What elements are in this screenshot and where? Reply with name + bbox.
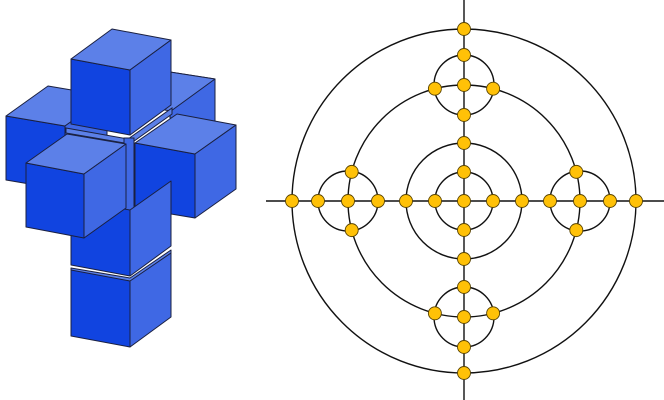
graph-node <box>457 340 471 354</box>
graph-node <box>457 194 471 208</box>
graph-node <box>399 194 413 208</box>
graph-node <box>457 223 471 237</box>
graph-node <box>457 136 471 150</box>
graph-node <box>569 223 584 238</box>
graph-node <box>603 194 617 208</box>
graph-node <box>486 306 501 321</box>
graph-node <box>457 78 471 92</box>
graph-node <box>457 22 471 36</box>
graph-node <box>427 81 442 96</box>
cube-bottom <box>70 252 172 348</box>
graph-node <box>457 310 471 324</box>
graph-node <box>543 194 557 208</box>
graph-node <box>457 280 471 294</box>
graph-node <box>428 194 442 208</box>
graph-node <box>486 194 500 208</box>
graph-node <box>371 194 385 208</box>
graph-node <box>311 194 325 208</box>
graph-node <box>486 81 501 96</box>
graph-node <box>569 164 584 179</box>
graph-node <box>629 194 643 208</box>
graph-node <box>457 48 471 62</box>
graph-node <box>341 194 355 208</box>
cube-top <box>70 28 172 136</box>
graph-node <box>285 194 299 208</box>
graph-node <box>457 252 471 266</box>
graph-node <box>344 223 359 238</box>
graph-node <box>515 194 529 208</box>
cube-cross-diagram <box>5 28 237 348</box>
graph-node <box>573 194 587 208</box>
cube-front-left <box>25 133 127 239</box>
graph-node <box>457 165 471 179</box>
graph-node <box>344 164 359 179</box>
graph-node <box>427 306 442 321</box>
graph-node <box>457 366 471 380</box>
graph-node <box>457 108 471 122</box>
